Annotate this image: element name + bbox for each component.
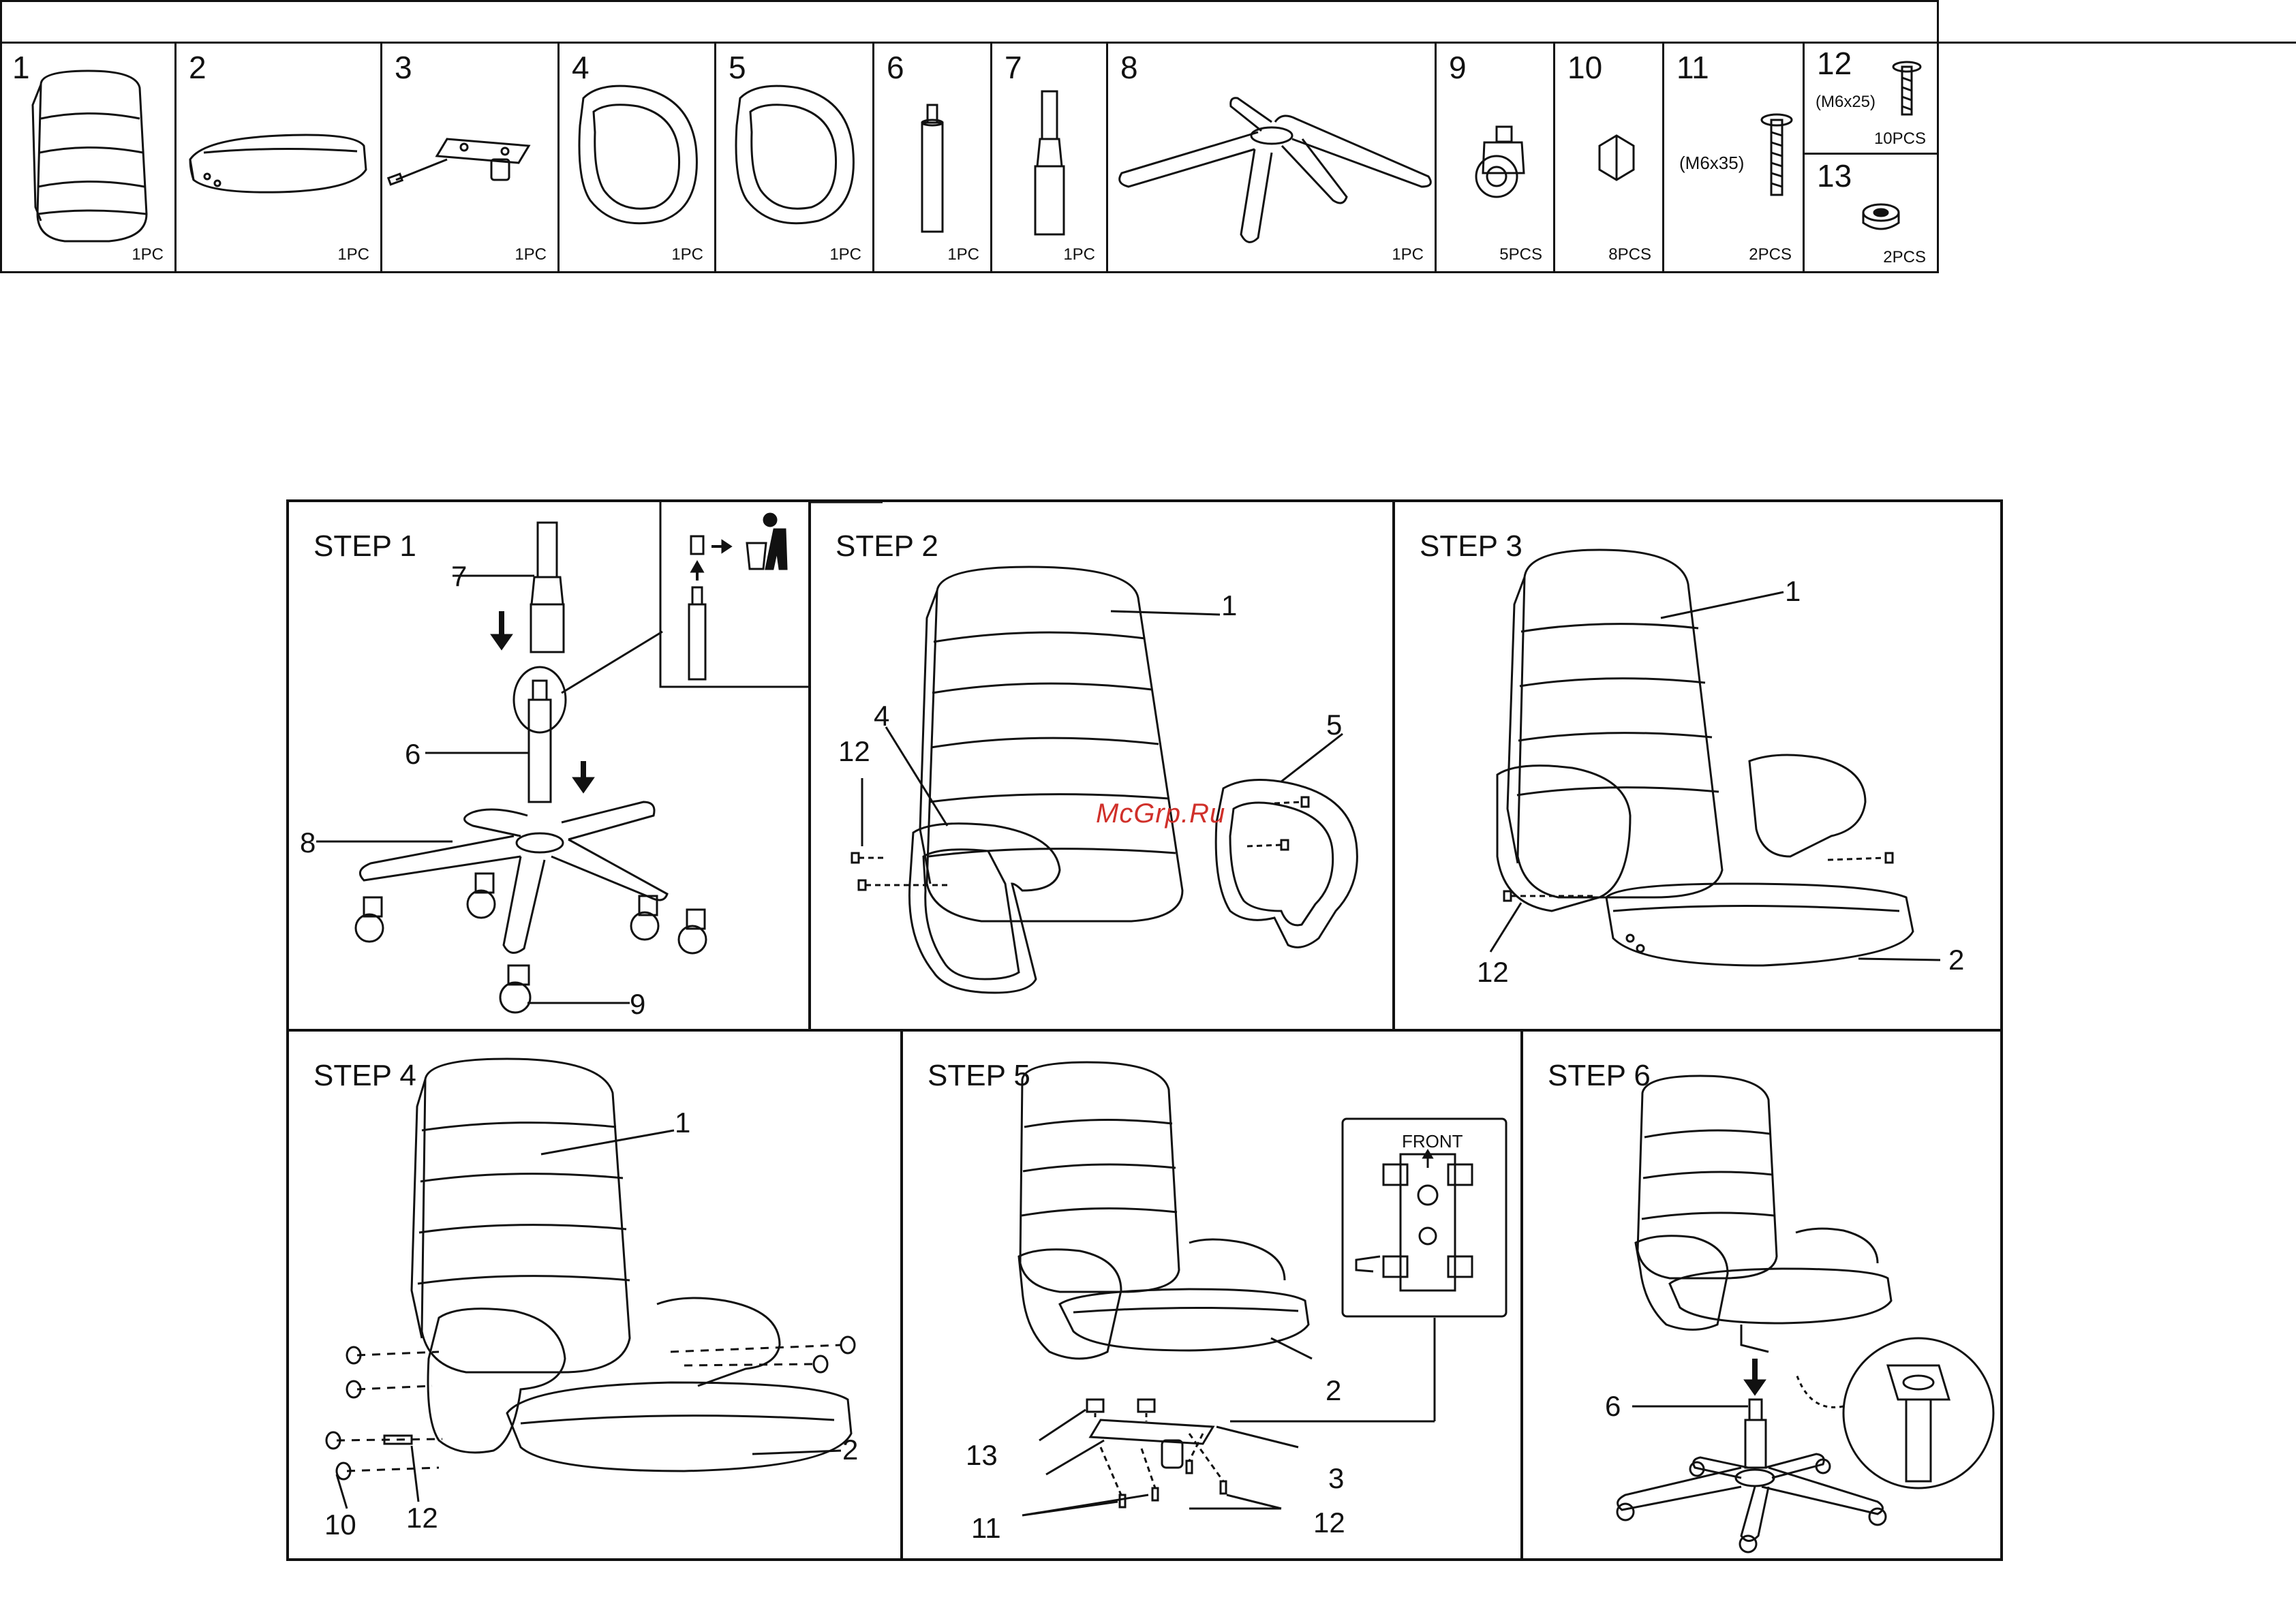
part-cell-2: 2 1PC [177,44,382,271]
part-quantity: 1PC [671,245,703,264]
callout-2: 2 [1948,944,1964,976]
step-3-illustration [1395,502,2006,1034]
callout-12: 12 [406,1502,438,1534]
part-cell-8: 8 1PC [1108,44,1437,271]
callout-2: 2 [1326,1374,1341,1407]
parts-table: 1 1PC 2 1PC 3 [0,0,1939,273]
step-2-illustration [811,502,1398,1034]
callout-13: 13 [966,1439,998,1472]
step-4-illustration [289,1032,906,1564]
callout-11: 11 [971,1512,1001,1545]
screw-cap-icon [1555,44,1664,271]
watermark-text: McGrp.Ru [1096,799,1225,829]
part-quantity: 1PC [947,245,979,264]
part-quantity: 1PC [1063,245,1095,264]
step-1-illustration [289,502,814,1034]
inset-front-label: FRONT [1402,1131,1463,1152]
part-cell-4: 4 1PC [560,44,716,271]
callout-9: 9 [630,988,645,1021]
callout-4: 4 [874,700,889,732]
star-base-icon [1108,44,1437,271]
callout-2: 2 [842,1434,858,1466]
part-quantity: 5PCS [1499,245,1542,264]
part-cell-10: 10 8PCS [1555,44,1664,271]
callout-5: 5 [1326,709,1342,741]
part-number: 12 [1817,45,1852,82]
callout-12: 12 [838,735,870,768]
callout-12: 12 [1313,1506,1345,1539]
step-5-illustration [903,1032,1526,1564]
callout-7: 7 [451,560,467,593]
callout-1: 1 [1785,575,1801,608]
part-quantity: 1PC [1392,245,1424,264]
step-1-panel: STEP 1 [286,499,811,1032]
bolt-long-icon [1664,44,1805,271]
part-number: 13 [1817,157,1852,194]
callout-6: 6 [1605,1390,1621,1423]
callout-3: 3 [1328,1462,1344,1495]
part-cell-9: 9 5PCS [1437,44,1555,271]
step-6-panel: STEP 6 [1520,1029,2003,1561]
tilt-mechanism-icon [382,44,560,271]
part-quantity: 1PC [515,245,547,264]
part-quantity: 1PC [337,245,369,264]
step-6-illustration [1523,1032,2006,1564]
callout-6: 6 [405,738,420,771]
part-quantity: 1PC [132,245,164,264]
callout-10: 10 [324,1509,356,1541]
gas-lift-cover-icon [992,44,1108,271]
step-2-panel: STEP 2 1 4 12 5 [808,499,1395,1032]
part-quantity: 1PC [829,245,861,264]
part-quantity: 8PCS [1608,245,1651,264]
gas-lift-short-icon [874,44,992,271]
part-cell-3: 3 1PC [382,44,560,271]
part-quantity: 2PCS [1883,248,1926,267]
caster-wheel-icon [1437,44,1555,271]
parts-header-bar [0,0,2296,44]
callout-12: 12 [1477,956,1509,989]
callout-1: 1 [1221,589,1237,622]
left-armrest-icon [560,44,716,271]
part-cell-1: 1 1PC [0,44,177,271]
step-4-panel: STEP 4 1 2 [286,1029,903,1561]
callout-8: 8 [300,826,316,859]
seat-cushion-icon [177,44,382,271]
backrest-icon [0,44,177,271]
part-spec: (M6x25) [1816,93,1876,112]
callout-1: 1 [675,1107,690,1139]
part-quantity: 2PCS [1749,245,1792,264]
part-cell-5: 5 1PC [716,44,874,271]
part-cell-7: 7 1PC [992,44,1108,271]
part-cell-13: 13 2PCS [1805,155,1937,271]
right-armrest-icon [716,44,874,271]
part-quantity: 10PCS [1874,129,1926,149]
part-cell-6: 6 1PC [874,44,992,271]
step-3-panel: STEP 3 1 12 2 [1392,499,2003,1032]
part-cell-12: 12 (M6x25) 10PCS [1805,44,1937,155]
part-cell-11: 11 (M6x35) 2PCS [1664,44,1805,271]
step-5-panel: STEP 5 [900,1029,1523,1561]
